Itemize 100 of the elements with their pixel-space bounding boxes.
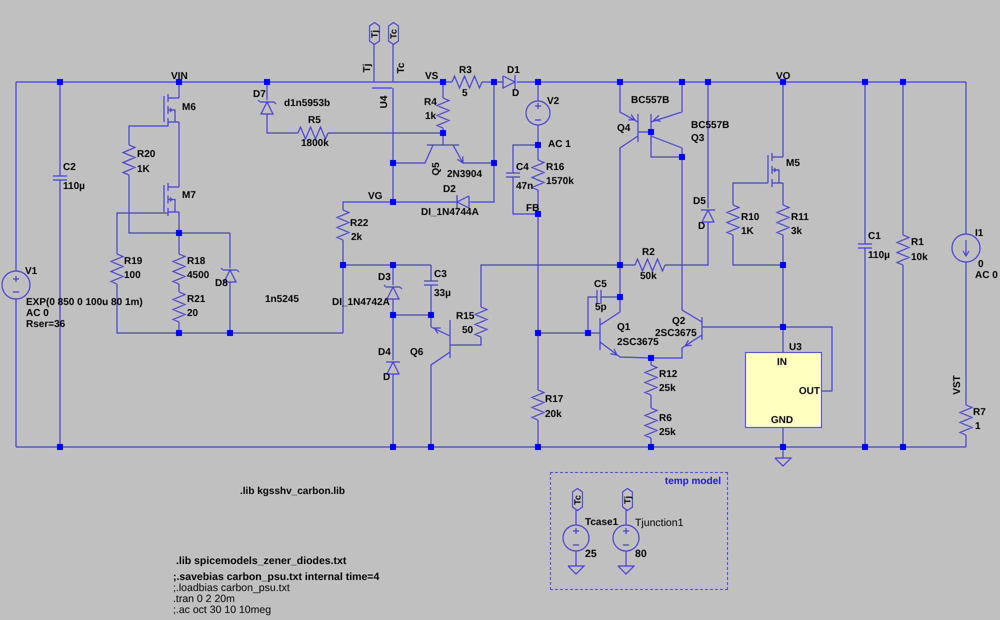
- net-name: Tc: [389, 28, 398, 38]
- component-label: C1: [868, 232, 881, 242]
- component-label: 10k: [911, 253, 928, 263]
- net-name: Tj: [623, 496, 632, 504]
- component-label: 50: [462, 326, 474, 336]
- spice-directive: Tjunction1: [635, 518, 684, 528]
- component-label: D2: [443, 185, 456, 195]
- spice-directive: ;.ac oct 30 10 10meg: [173, 604, 272, 616]
- component-label: D3: [378, 273, 391, 283]
- component-label: .lib kgsshv_carbon.lib: [240, 487, 346, 497]
- component-label: D5: [693, 197, 706, 207]
- component-label: R17: [545, 395, 564, 405]
- component-label: C4: [516, 163, 529, 173]
- component-label: Tc: [397, 62, 407, 74]
- component-label: R19: [124, 257, 142, 267]
- component-label: 5: [462, 89, 468, 99]
- component-label: M7: [182, 191, 196, 201]
- component-label: Q5: [432, 162, 442, 176]
- component-label: I1: [975, 229, 984, 239]
- component-label: AC 0: [26, 309, 49, 319]
- component-label: BC557B: [631, 96, 670, 106]
- net-flag: [388, 22, 399, 45]
- component-label: 2k: [351, 233, 362, 243]
- component-label: R18: [187, 257, 206, 267]
- component-label: Tj: [363, 64, 373, 72]
- component-label: 110µ: [868, 251, 890, 261]
- component-label: 4500: [187, 271, 210, 281]
- component-label: C5: [594, 280, 607, 290]
- component-label: R6: [659, 414, 672, 424]
- component-label: 3k: [791, 227, 802, 237]
- component-label: R15: [456, 312, 474, 322]
- component-label: M6: [182, 103, 196, 113]
- component-label: VIN: [171, 72, 188, 82]
- component-label: D: [512, 89, 520, 99]
- component-label: V1: [25, 267, 38, 277]
- component-label: R5: [308, 116, 321, 126]
- component-label: 33µ: [434, 289, 451, 299]
- component-label: C3: [434, 270, 447, 280]
- ic-box: [745, 352, 822, 428]
- component-label: R10: [741, 213, 760, 223]
- component-label: 1k: [425, 112, 436, 122]
- component-label: 20k: [545, 410, 562, 420]
- component-label: DI_1N4744A: [421, 208, 479, 218]
- component-label: .lib spicemodels_zener_diodes.txt: [176, 556, 346, 566]
- component-label: Q3: [691, 134, 704, 144]
- net-flag: [622, 488, 633, 511]
- pin-label: IN: [777, 358, 787, 368]
- component-label: 2SC3675: [655, 329, 697, 339]
- component-label: 25: [585, 548, 597, 560]
- component-label: 25k: [659, 384, 676, 394]
- component-label: C2: [63, 163, 76, 173]
- net-name: Tj: [370, 30, 379, 38]
- component-label: 2N3904: [447, 170, 482, 180]
- component-label: Q6: [410, 348, 424, 358]
- component-label: 1800k: [301, 139, 329, 149]
- component-label: Q4: [617, 124, 630, 134]
- component-label: R7: [973, 408, 986, 418]
- component-label: R22: [350, 219, 368, 229]
- dashed-group-box: [550, 472, 728, 590]
- component-label: d1n5953b: [284, 99, 330, 109]
- component-label: 20: [187, 309, 198, 319]
- component-label: R1: [911, 238, 924, 248]
- component-label: 1570k: [546, 177, 574, 187]
- component-label: 50k: [640, 272, 657, 282]
- component-label: R12: [659, 370, 678, 380]
- component-label: 1K: [137, 165, 150, 175]
- component-label: R2: [642, 248, 655, 258]
- group-title: temp model: [664, 477, 721, 487]
- component-label: 1K: [741, 227, 754, 237]
- component-label: 25k: [659, 428, 676, 438]
- component-label: AC 0: [975, 271, 998, 281]
- component-label: Q2: [672, 317, 686, 327]
- component-label: R20: [137, 150, 156, 160]
- net-flag: [572, 488, 583, 511]
- spice-directive: .tran 0 2 20m: [173, 594, 235, 604]
- net-name: Tc: [573, 494, 582, 504]
- component-label: R16: [546, 163, 564, 173]
- component-label: R4: [424, 98, 437, 108]
- component-label: D1: [507, 66, 520, 76]
- component-label: Q1: [617, 323, 630, 333]
- component-label: D: [698, 222, 706, 232]
- component-label: Tcase1: [585, 518, 618, 528]
- component-label: 100: [124, 271, 141, 281]
- component-label: U4: [380, 96, 390, 108]
- component-label: V2: [547, 97, 560, 107]
- component-label: 110µ: [63, 182, 85, 192]
- component-label: D8: [215, 279, 228, 289]
- component-label: D: [383, 373, 390, 383]
- component-label: R21: [187, 295, 206, 305]
- component-label: VST: [953, 375, 963, 395]
- spice-directive: ;.loadbias carbon_psu.txt: [173, 582, 290, 594]
- component-label: VO: [776, 72, 790, 82]
- component-label: D7: [253, 90, 266, 100]
- component-label: AC 1: [548, 140, 571, 150]
- pin-label: OUT: [798, 387, 820, 397]
- component-label: M5: [786, 159, 800, 169]
- component-label: 5p: [595, 303, 607, 313]
- net-flag: [369, 22, 380, 45]
- component-label: 1: [975, 422, 981, 432]
- part-designator: U3: [789, 343, 802, 353]
